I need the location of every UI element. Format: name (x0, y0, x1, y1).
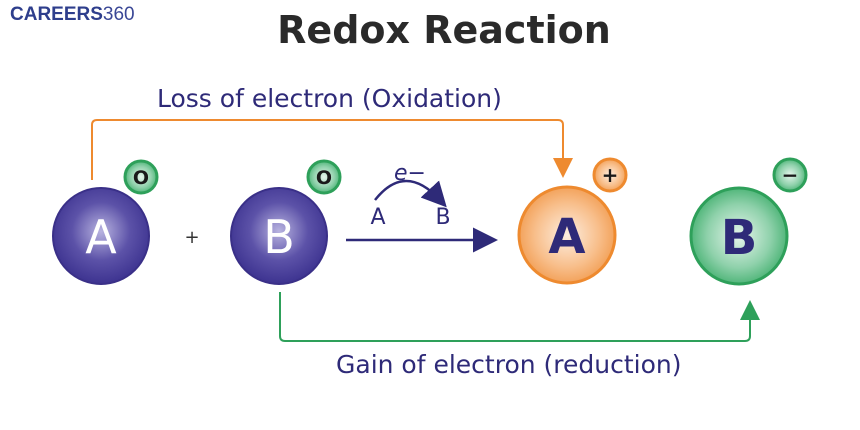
svg-text:B: B (721, 210, 758, 266)
svg-text:e−: e− (394, 161, 426, 186)
atom-a-product: A + (517, 157, 628, 285)
reduction-label: Gain of electron (reduction) (336, 350, 682, 379)
page-title: Redox Reaction (277, 8, 611, 52)
svg-text:A: A (370, 205, 385, 230)
svg-text:+: + (184, 227, 199, 248)
oxidation-arrow (91, 119, 573, 180)
svg-text:A: A (548, 209, 585, 265)
atom-a-reactant: A O (52, 159, 159, 285)
electron-transfer-arrow (374, 179, 447, 208)
svg-text:A: A (85, 210, 117, 264)
svg-text:O: O (316, 167, 332, 189)
svg-text:−: − (782, 163, 799, 187)
oxidation-label: Loss of electron (Oxidation) (157, 84, 502, 113)
svg-text:B: B (263, 210, 295, 264)
svg-text:+: + (602, 163, 619, 187)
careers360-logo: CAREERS360 (10, 4, 135, 26)
atom-b-product: B − (689, 157, 808, 286)
logo-number: 360 (102, 4, 135, 25)
logo-brand: CAREERS (10, 4, 103, 25)
svg-text:B: B (435, 205, 450, 230)
svg-text:O: O (133, 167, 149, 189)
atom-b-reactant: B O (230, 159, 342, 285)
reduction-arrow (279, 292, 760, 342)
